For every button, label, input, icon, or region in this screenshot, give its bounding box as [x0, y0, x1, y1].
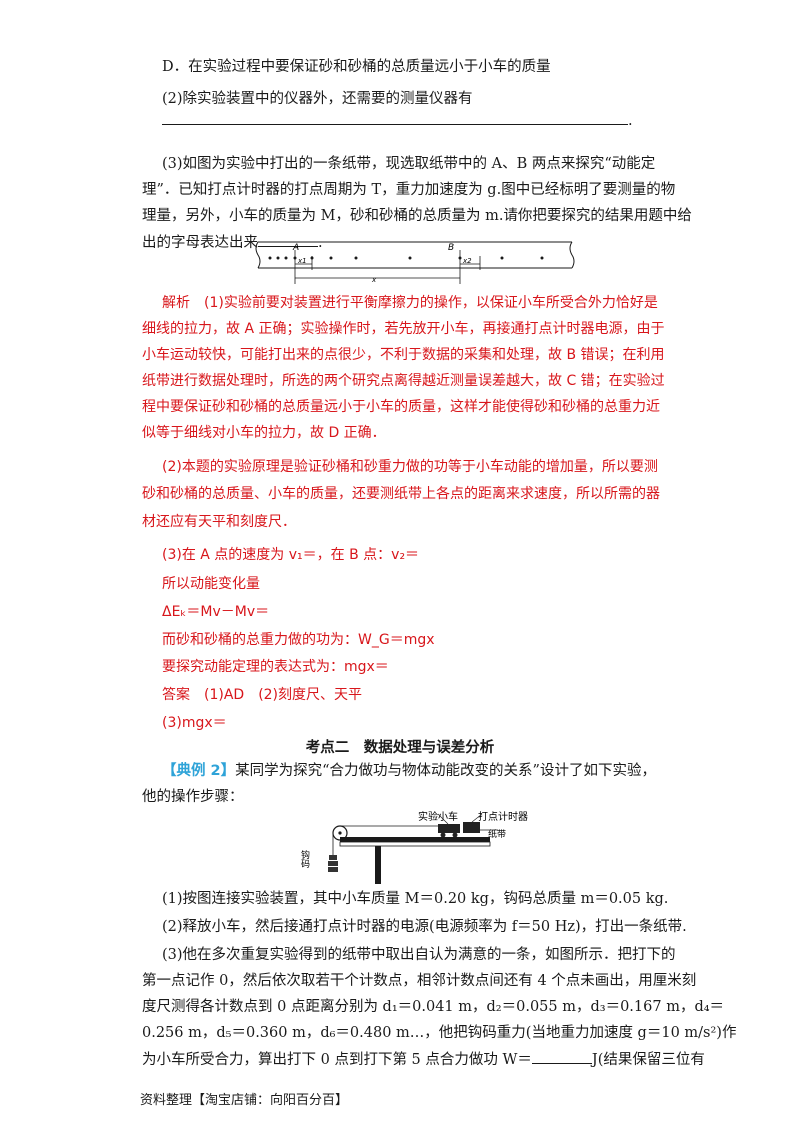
period: .	[318, 235, 323, 251]
answer-blank	[531, 1049, 592, 1064]
footer-note: 资料整理【淘宝店铺：向阳百分百】	[140, 1093, 349, 1108]
question-2: (2)除实验装置中的仪器外，还需要的测量仪器有	[162, 91, 473, 107]
tape-label: 纸带	[488, 828, 506, 840]
question-3-line-2: 理”．已知打点计时器的打点周期为 T，重力加速度为 g.图中已经标明了要测量的物	[142, 182, 676, 198]
example-line-1: 【典例 2】某同学为探究“合力做功与物体动能改变的关系”设计了如下实验，	[162, 761, 656, 781]
period: .	[628, 113, 633, 129]
step-1: (1)按图连接实验装置，其中小车质量 M＝0.20 kg，钩码总质量 m＝0.0…	[162, 891, 669, 907]
analysis-line-8: 砂和砂桶的总质量、小车的质量，还要测纸带上各点的距离来求速度，所以所需的器	[142, 486, 660, 502]
paper-tape-figure: A B x1 x2 x	[255, 241, 575, 284]
label-x2: x2	[462, 257, 472, 265]
analysis-line-12: ΔEₖ＝Mv－Mv＝	[162, 604, 270, 620]
option-d: D．在实验过程中要保证砂和砂桶的总质量远小于小车的质量	[162, 59, 551, 75]
step-3-line-5-end: J(结果保留三位有	[591, 1052, 705, 1068]
step-3-line-2: 第一点记作 0，然后依次取若干个计数点，相邻计数点间还有 4 个点未画出，用厘米…	[142, 973, 697, 989]
step-3-line-5: 为小车所受合力，算出打下 0 点到打下第 5 点合力做功 W＝ J(结果保留三位有	[142, 1049, 705, 1070]
analysis-line-9: 材还应有天平和刻度尺．	[142, 514, 296, 530]
step-3-line-4: 0.256 m，d₅＝0.360 m，d₆＝0.480 m…，他把钩码重力(当地…	[142, 1025, 737, 1041]
analysis-line-6: 似等于细线对小车的拉力，故 D 正确．	[142, 425, 386, 441]
example-tag: 【典例 2】	[162, 763, 236, 779]
step-3-line-5-text: 为小车所受合力，算出打下 0 点到打下第 5 点合力做功 W＝	[142, 1052, 532, 1068]
question-3-line-3: 理量，另外，小车的质量为 M，砂和砂桶的总质量为 m.请你把要探究的结果用题中给	[142, 208, 692, 224]
analysis-line-7: (2)本题的实验原理是验证砂桶和砂重力做的功等于小车动能的增加量，所以要测	[162, 459, 658, 475]
analysis-line-1: 解析 (1)实验前要对装置进行平衡摩擦力的操作，以保证小车所受合外力恰好是	[162, 295, 658, 311]
car-label: 实验小车	[418, 810, 458, 823]
answer-blank	[162, 110, 628, 125]
analysis-line-13: 而砂和砂桶的总重力做的功为：W_G＝mgx	[162, 632, 435, 648]
label-x1: x1	[297, 257, 307, 265]
step-2: (2)释放小车，然后接通打点计时器的电源(电源频率为 f＝50 Hz)，打出一条…	[162, 919, 687, 935]
step-3-line-1: (3)他在多次重复实验得到的纸带中取出自认为满意的一条，如图所示．把打下的	[162, 947, 676, 963]
analysis-line-4: 纸带进行数据处理时，所选的两个研究点离得越近测量误差越大，故 C 错；在实验过	[142, 373, 665, 389]
label-b: B	[448, 243, 454, 253]
analysis-line-14: 要探究动能定理的表达式为：mgx＝	[162, 659, 389, 675]
example-line-2: 他的操作步骤：	[142, 789, 244, 805]
example-text: 某同学为探究“合力做功与物体动能改变的关系”设计了如下实验，	[235, 763, 656, 779]
label-a: A	[292, 243, 299, 253]
analysis-line-3: 小车运动较快，可能打出来的点很少，不利于数据的采集和处理，故 B 错误；在利用	[142, 347, 665, 363]
analysis-line-5: 程中要保证砂和砂桶的总质量远小于小车的质量，这样才能使得砂和砂桶的总重力近	[142, 399, 660, 415]
apparatus-figure: 实验小车 打点计时器 纸带 钩码	[300, 810, 528, 884]
answer-blank	[258, 232, 318, 247]
question-3-line-4: 出的字母表达出来.	[142, 232, 323, 253]
label-x: x	[371, 276, 377, 284]
answer-line-2: (3)mgx＝	[162, 715, 227, 731]
step-3-line-3: 度尺测得各计数点到 0 点距离分别为 d₁＝0.041 m，d₂＝0.055 m…	[142, 999, 725, 1015]
analysis-line-11: 所以动能变化量	[162, 576, 260, 592]
analysis-line-10: (3)在 A 点的速度为 v₁＝，在 B 点：v₂＝	[162, 547, 420, 563]
hook-label: 钩码	[300, 849, 310, 869]
analysis-line-2: 细线的拉力，故 A 正确；实验操作时，若先放开小车，再接通打点计时器电源，由于	[142, 321, 665, 337]
question-2-answer-line: .	[162, 110, 633, 131]
answer-line-1: 答案 (1)AD (2)刻度尺、天平	[162, 687, 363, 703]
timer-label: 打点计时器	[478, 810, 528, 823]
question-3-line-1: (3)如图为实验中打出的一条纸带，现选取纸带中的 A、B 两点来探究“动能定	[162, 156, 656, 172]
question-3-line-4-text: 出的字母表达出来	[142, 235, 258, 251]
section-title: 考点二 数据处理与误差分析	[305, 740, 495, 756]
